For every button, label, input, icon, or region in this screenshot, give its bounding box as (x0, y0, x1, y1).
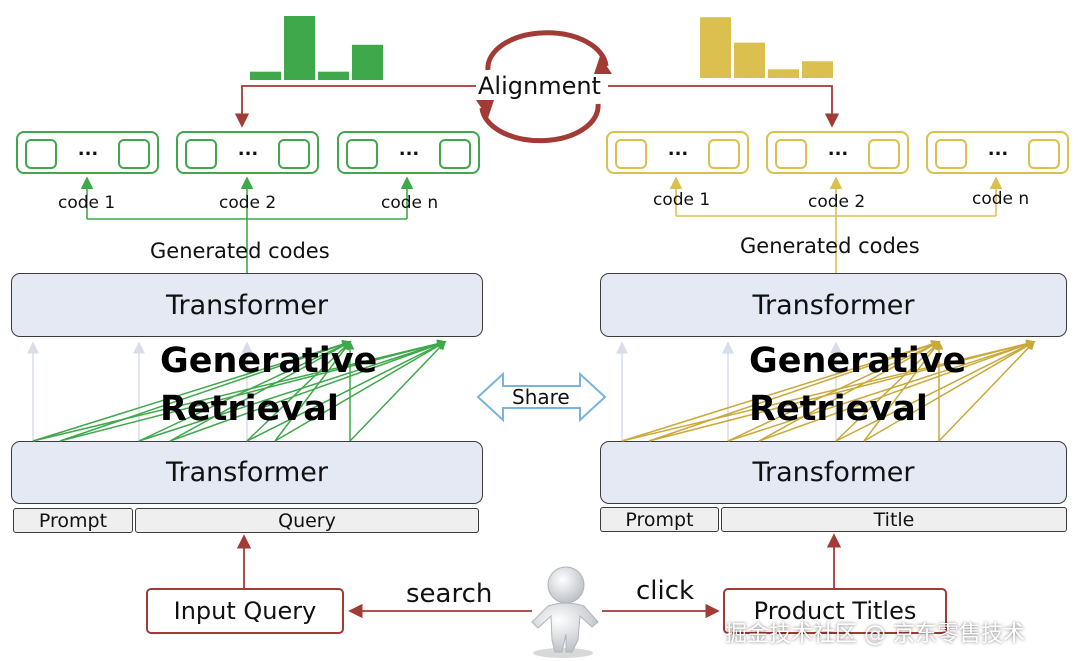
left-code-label-n: code n (381, 193, 439, 213)
code-cell (615, 139, 647, 169)
input-query-box: Input Query (146, 588, 344, 634)
code-cell (775, 139, 807, 169)
histogram-bar (250, 71, 281, 80)
right-code-box-1: ... (606, 131, 749, 174)
right-transformer-top: Transformer (600, 273, 1067, 337)
attention-arrow (59, 339, 447, 442)
attention-arrow (758, 340, 1036, 442)
bottom-arrows (236, 533, 842, 619)
attention-arrow (621, 339, 941, 442)
left-retrieval-text: Retrieval (160, 389, 339, 429)
right-prompt-segment: Prompt (600, 507, 719, 532)
left-generative-text: Generative (160, 341, 378, 381)
attention-arrow (727, 340, 1036, 442)
code-cell (1028, 139, 1060, 169)
code-dots: ... (398, 139, 420, 160)
left-code-label-1: code 1 (58, 193, 116, 213)
left-code-box-2: ... (176, 131, 319, 174)
attention-arrow (349, 340, 447, 442)
yellow-histogram (700, 17, 833, 79)
attention-arrow (648, 339, 1036, 442)
left-code-box-n: ... (337, 131, 480, 174)
attention-arrow (274, 340, 351, 442)
left-prompt-segment: Prompt (13, 508, 133, 533)
code-cell (185, 139, 217, 169)
code-cell (118, 139, 150, 169)
attention-arrow (758, 341, 941, 442)
watermark: 掘金技术社区 @ 京东零售技术 (725, 622, 1025, 647)
left-generated-codes-label: Generated codes (150, 239, 330, 263)
left-transformer-top: Transformer (11, 273, 483, 337)
attention-arrow (621, 339, 1036, 442)
right-retrieval-text: Retrieval (749, 389, 928, 429)
histogram-bar (802, 61, 833, 78)
click-label: click (636, 576, 695, 606)
histogram-bar (768, 69, 799, 78)
attention-arrow (246, 341, 447, 442)
attention-arrow (32, 339, 352, 442)
code-dots: ... (237, 139, 259, 160)
left-query-segment: Query (135, 508, 479, 533)
code-dots: ... (987, 139, 1009, 160)
attention-arrow (59, 340, 352, 442)
right-generated-codes-label: Generated codes (740, 234, 920, 258)
right-transformer-bottom: Transformer (600, 441, 1067, 504)
left-code-arrows (80, 176, 414, 273)
left-code-box-1: ... (16, 131, 159, 174)
code-cell (278, 139, 310, 169)
attention-arrow (648, 340, 941, 442)
code-dots: ... (667, 139, 689, 160)
right-code-arrows (669, 176, 1003, 273)
code-dots: ... (77, 139, 99, 160)
histogram-bar (318, 71, 349, 80)
code-cell (708, 139, 740, 169)
right-title-segment: Title (721, 507, 1067, 532)
attention-arrow (138, 341, 352, 442)
code-dots: ... (827, 139, 849, 160)
left-code-label-2: code 2 (219, 193, 277, 213)
attention-arrow (169, 341, 352, 442)
alignment-label: Alignment (478, 72, 601, 100)
histogram-bar (734, 42, 765, 78)
histogram-bar (700, 17, 731, 79)
share-label: Share (512, 385, 570, 409)
alignment-arrow-right (608, 85, 840, 128)
search-label: search (406, 579, 493, 609)
code-cell (439, 139, 471, 169)
histogram-bar (352, 44, 383, 80)
code-cell (25, 139, 57, 169)
attention-arrow (863, 341, 1036, 442)
right-code-label-1: code 1 (653, 190, 711, 210)
right-generative-text: Generative (749, 341, 967, 381)
attention-arrow (863, 340, 940, 442)
attention-arrow (835, 341, 1036, 442)
attention-arrow (169, 340, 447, 442)
right-code-box-n: ... (926, 131, 1069, 174)
attention-arrow (138, 340, 447, 442)
attention-arrow (32, 339, 447, 442)
alignment-arrow-left (234, 85, 476, 128)
left-transformer-bottom: Transformer (11, 441, 483, 504)
code-cell (935, 139, 967, 169)
right-code-label-n: code n (972, 189, 1030, 209)
product-titles-box: Product Titles (723, 588, 947, 634)
histogram-bar (284, 16, 315, 80)
attention-arrow (835, 340, 941, 442)
right-code-label-2: code 2 (808, 192, 866, 212)
code-cell (346, 139, 378, 169)
attention-arrow (938, 340, 1036, 442)
green-histogram (250, 16, 383, 80)
attention-arrow (246, 340, 352, 442)
attention-arrow (274, 341, 447, 442)
alignment-arrows (234, 85, 840, 128)
right-code-box-2: ... (766, 131, 909, 174)
attention-arrow (727, 341, 941, 442)
code-cell (868, 139, 900, 169)
